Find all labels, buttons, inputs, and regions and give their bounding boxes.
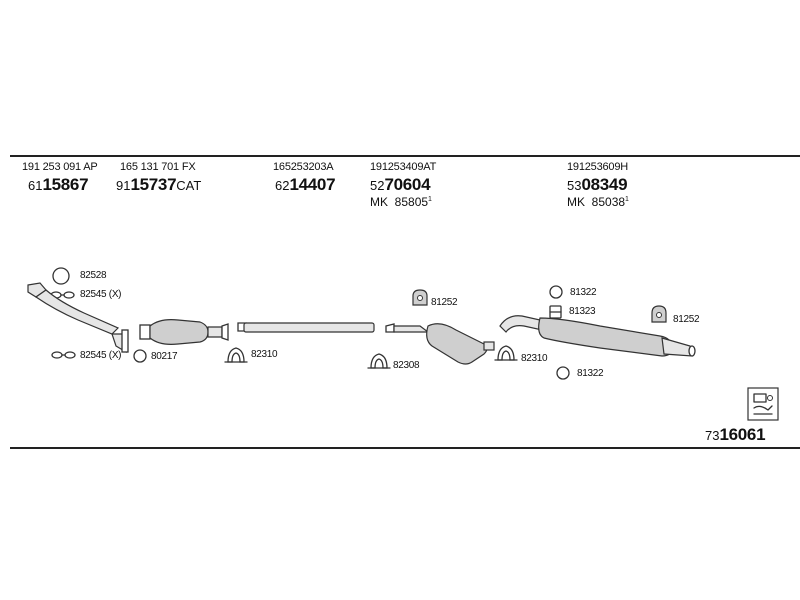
kit-prefix: 73 — [705, 428, 720, 443]
bottom-rule — [10, 447, 800, 449]
accessory-label-a8: 82310 — [521, 353, 548, 364]
part-main-4: 70604 — [384, 175, 431, 194]
mk-prefix-4: MK — [370, 195, 388, 209]
part-prefix-1: 61 — [28, 178, 43, 193]
part-prefix-3: 62 — [275, 178, 290, 193]
part-prefix-5: 53 — [567, 178, 582, 193]
oe-number-5: 191253609H — [567, 161, 629, 173]
part-number-4: 5270604 — [370, 175, 431, 194]
rear-silencer-shape — [499, 315, 696, 357]
part-number-5: 5308349 — [567, 175, 628, 194]
accessory-label-a3: 82545 (X) — [80, 350, 122, 361]
accessory-label-a2: 82545 (X) — [80, 289, 122, 300]
middle-silencer-shape — [385, 323, 495, 365]
accessory-label-a12: 81252 — [673, 314, 700, 325]
oe-number-1: 191 253 091 AP — [22, 161, 98, 173]
accessory-label-a4: 80217 — [151, 351, 178, 362]
gasket-ring-icon — [52, 267, 70, 285]
u-clamp-icon — [494, 345, 518, 361]
accessory-label-a1: 82528 — [80, 270, 107, 281]
accessory-label-a11: 81322 — [577, 368, 604, 379]
accessory-label-a5: 82310 — [251, 349, 278, 360]
u-clamp-icon — [367, 353, 391, 369]
mk-value-4: 85805 — [394, 195, 429, 209]
catalytic-converter-shape — [139, 319, 229, 345]
accessory-label-a7: 82308 — [393, 360, 420, 371]
mk-sup-4: 1 — [428, 196, 432, 203]
mk-number-4: MK 858051 — [370, 195, 432, 209]
ring-icon — [556, 366, 570, 380]
part-main-3: 14407 — [289, 175, 336, 194]
clip-icon — [549, 305, 562, 319]
oe-number-3: 165253203A — [273, 161, 334, 173]
mounting-kit-icon — [747, 387, 779, 421]
mk-value-5: 85038 — [591, 195, 626, 209]
clamp-pair-icon — [51, 351, 76, 359]
u-clamp-icon — [224, 347, 248, 363]
kit-main: 16061 — [719, 425, 766, 444]
mk-sup-5: 1 — [625, 196, 629, 203]
rubber-mount-icon — [651, 305, 667, 323]
part-number-3: 6214407 — [275, 175, 336, 194]
ring-icon — [549, 285, 563, 299]
middle-pipe-shape — [237, 322, 375, 333]
mk-number-5: MK 850381 — [567, 195, 629, 209]
part-main-5: 08349 — [581, 175, 628, 194]
front-pipe-shape — [27, 282, 129, 354]
part-main-1: 15867 — [42, 175, 89, 194]
accessory-label-a6: 81252 — [431, 297, 458, 308]
ring-icon — [133, 349, 147, 363]
rubber-mount-icon — [412, 289, 428, 306]
kit-number: 7316061 — [705, 425, 766, 444]
top-rule — [10, 155, 800, 157]
part-suffix-2: CAT — [176, 178, 202, 193]
oe-number-4: 191253409AT — [370, 161, 437, 173]
part-number-2: 9115737CAT — [116, 176, 201, 194]
part-number-1: 6115867 — [28, 175, 89, 194]
accessory-label-a10: 81323 — [569, 306, 596, 317]
accessory-label-a9: 81322 — [570, 287, 597, 298]
part-prefix-4: 52 — [370, 178, 385, 193]
oe-number-2: 165 131 701 FX — [120, 161, 196, 173]
part-main-2: 15737 — [130, 175, 177, 194]
mk-prefix-5: MK — [567, 195, 585, 209]
part-prefix-2: 91 — [116, 178, 131, 193]
